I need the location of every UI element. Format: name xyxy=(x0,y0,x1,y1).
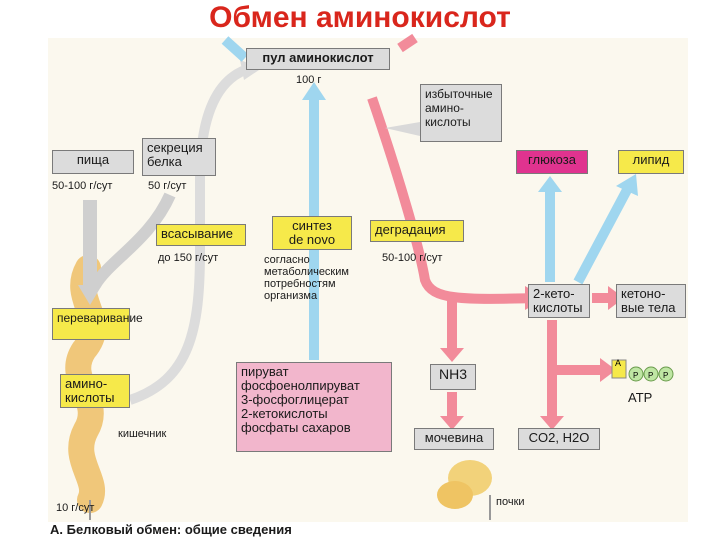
precursor-item: пируват xyxy=(241,364,289,379)
precursor-item: фосфаты сахаров xyxy=(241,420,351,435)
top-blue-arrow xyxy=(221,36,249,62)
glucose-arrowhead xyxy=(538,176,562,192)
pool-box: пул аминокислот xyxy=(246,48,390,70)
atp-arrowhead xyxy=(600,358,616,382)
digestion-arrowhead xyxy=(78,285,102,305)
absorption-arrow xyxy=(128,65,248,405)
degradation-box: деградация xyxy=(370,220,464,242)
secretion-box: секреция белка xyxy=(142,138,216,176)
precursor-item: 3-фосфоглицерат xyxy=(241,392,349,407)
kidneys-label: почки xyxy=(496,496,525,508)
atp-phosphate-3 xyxy=(658,366,674,382)
atp-phosphate-2 xyxy=(643,366,659,382)
degradation-arrow xyxy=(367,96,541,304)
urea-box: мочевина xyxy=(414,428,494,450)
food-box: пища xyxy=(52,150,134,174)
precursor-item: 2-кетокислоты xyxy=(241,406,328,421)
co2-arrowhead xyxy=(540,416,564,430)
atp-adenine xyxy=(611,359,627,379)
urea-arrowhead xyxy=(440,416,464,430)
excess-box: избыточные амино- кислоты xyxy=(420,84,502,142)
nh3-box: NH3 xyxy=(430,364,476,390)
synthesis-note: согласно метаболическим потребностям орг… xyxy=(264,254,349,302)
ketoacids-box: 2-кето- кислоты xyxy=(528,284,590,318)
atp-label: ATP xyxy=(628,390,653,405)
secretion-arrow xyxy=(89,192,176,289)
nh3-arrowhead xyxy=(440,348,464,362)
aminoacids-box: амино- кислоты xyxy=(60,374,130,408)
excess-pointer xyxy=(385,122,420,136)
synthesis-arrowhead xyxy=(302,82,326,100)
synthesis-box: синтез de novo xyxy=(272,216,352,250)
pool-amount: 100 г xyxy=(296,74,322,86)
digestion-box: переваривание xyxy=(52,308,143,340)
degradation-amount: 50-100 г/сут xyxy=(382,252,443,264)
lipid-arrow xyxy=(573,185,633,285)
atp-p-2: P xyxy=(648,371,653,380)
atp-p-1: P xyxy=(633,371,638,380)
food-amount: 50-100 г/сут xyxy=(52,180,113,192)
co2-box: CO2, H2O xyxy=(518,428,600,450)
absorption-arrowhead xyxy=(240,60,262,80)
lipid-arrowhead xyxy=(616,174,638,196)
figure-caption: А. Белковый обмен: общие сведения xyxy=(50,522,292,537)
ketone-box: кетоно- вые тела xyxy=(616,284,686,318)
precursor-item: фосфоенолпируват xyxy=(241,378,360,393)
atp-p-3: P xyxy=(663,371,668,380)
precursors-box: пируват фосфоенолпируват 3-фосфоглицерат… xyxy=(236,362,392,452)
intestine-label: кишечник xyxy=(118,428,167,440)
atp-phosphate-1 xyxy=(628,366,644,382)
glucose-box: глюкоза xyxy=(516,150,588,174)
absorption-box: всасывание xyxy=(156,224,246,246)
absorption-amount: до 150 г/сут xyxy=(158,252,219,264)
lipid-box: липид xyxy=(618,150,684,174)
excretion-amount: 10 г/сут xyxy=(56,502,95,514)
top-pink-arrow xyxy=(397,33,418,53)
atp-adenine-label: A xyxy=(615,358,621,368)
page-title: Обмен аминокислот xyxy=(209,1,511,34)
secretion-amount: 50 г/сут xyxy=(148,180,187,192)
kidney-shape-2 xyxy=(437,481,473,509)
